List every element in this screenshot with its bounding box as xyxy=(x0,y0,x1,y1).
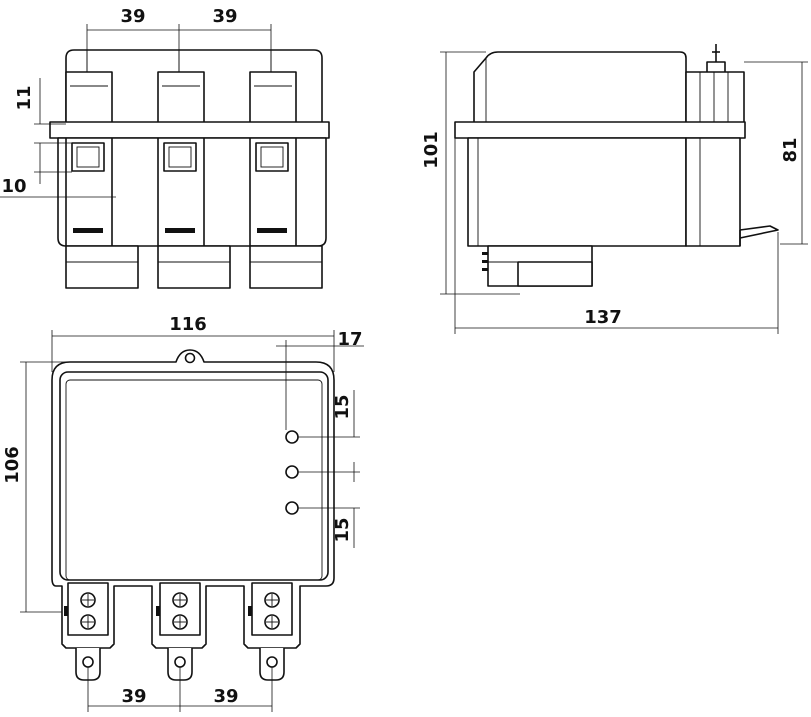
bottom-dim-pitch-left: 39 xyxy=(121,686,146,707)
bottom-dim-17: 17 xyxy=(337,329,362,350)
side-view xyxy=(440,44,808,334)
bottom-dim-pitch-right: 39 xyxy=(213,686,238,707)
terminal-screws xyxy=(80,592,280,630)
bottom-dim-106: 106 xyxy=(2,446,23,484)
front-view xyxy=(0,24,330,289)
bottom-dim-116: 116 xyxy=(169,314,207,335)
bottom-dim-15-top: 15 xyxy=(332,394,353,419)
side-dim-101: 101 xyxy=(421,131,442,169)
front-dim-10: 10 xyxy=(1,176,26,197)
side-dim-81: 81 xyxy=(780,137,801,162)
bottom-dim-15-bottom: 15 xyxy=(332,517,353,542)
front-dim-11: 11 xyxy=(14,85,35,110)
front-dim-pitch-left: 39 xyxy=(120,6,145,27)
front-dim-pitch-right: 39 xyxy=(212,6,237,27)
side-dim-137: 137 xyxy=(584,307,622,328)
bottom-view xyxy=(20,330,364,712)
